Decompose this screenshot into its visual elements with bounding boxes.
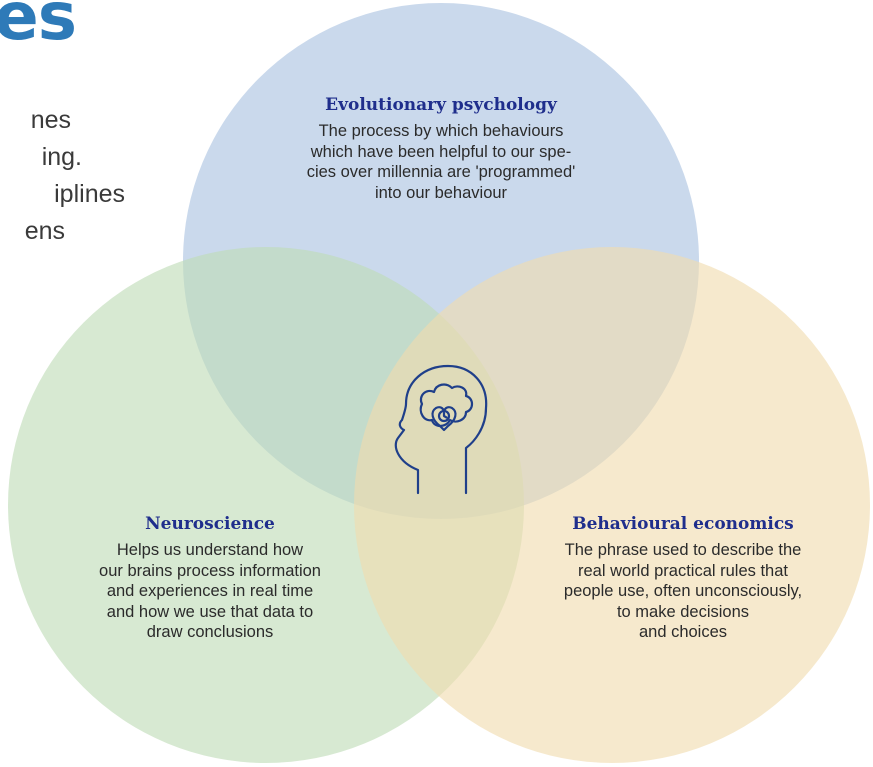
desc-line: The process by which behaviours — [318, 122, 564, 140]
desc-line: and how we use that data to — [106, 602, 314, 621]
desc-line: into our behaviour — [374, 183, 508, 202]
desc-line: and choices — [638, 623, 728, 641]
intro-line: ens — [24, 217, 65, 245]
desc-line: real world practical rules that — [577, 561, 788, 580]
desc-line: and experiences in real time — [106, 582, 314, 600]
page-title-fragment: es — [0, 0, 77, 55]
set-left-text: Neuroscience Helps us understand how our… — [30, 514, 390, 643]
heading-evolutionary-psychology: Evolutionary psychology — [325, 95, 557, 115]
circle-behavioural-economics — [354, 247, 870, 763]
desc-line: people use, often unconsciously, — [563, 582, 803, 600]
heading-behavioural-economics: Behavioural economics — [572, 514, 794, 534]
set-top-text: Evolutionary psychology The process by w… — [238, 95, 644, 203]
desc-line: The phrase used to describe the — [564, 541, 802, 559]
intro-text: nes ing. iplines ens — [0, 102, 125, 250]
heading-neuroscience: Neuroscience — [145, 514, 275, 534]
desc-behavioural-economics: The phrase used to describe the real wor… — [503, 540, 863, 643]
desc-line: draw conclusions — [146, 623, 274, 641]
intro-line: ing. — [41, 143, 82, 171]
desc-line: cies over millennia are 'programmed' — [306, 163, 576, 181]
head-heart-brain-icon — [394, 364, 488, 495]
desc-neuroscience: Helps us understand how our brains proce… — [30, 540, 390, 643]
intro-line: nes — [30, 106, 71, 134]
desc-line: Helps us understand how — [116, 541, 304, 559]
intro-line: iplines — [54, 180, 125, 208]
desc-line: our brains process information — [99, 561, 321, 580]
set-right-text: Behavioural economics The phrase used to… — [503, 514, 863, 643]
desc-line: to make decisions — [616, 602, 750, 621]
desc-line: which have been helpful to our spe- — [310, 142, 572, 161]
desc-evolutionary-psychology: The process by which behaviours which ha… — [238, 121, 644, 203]
